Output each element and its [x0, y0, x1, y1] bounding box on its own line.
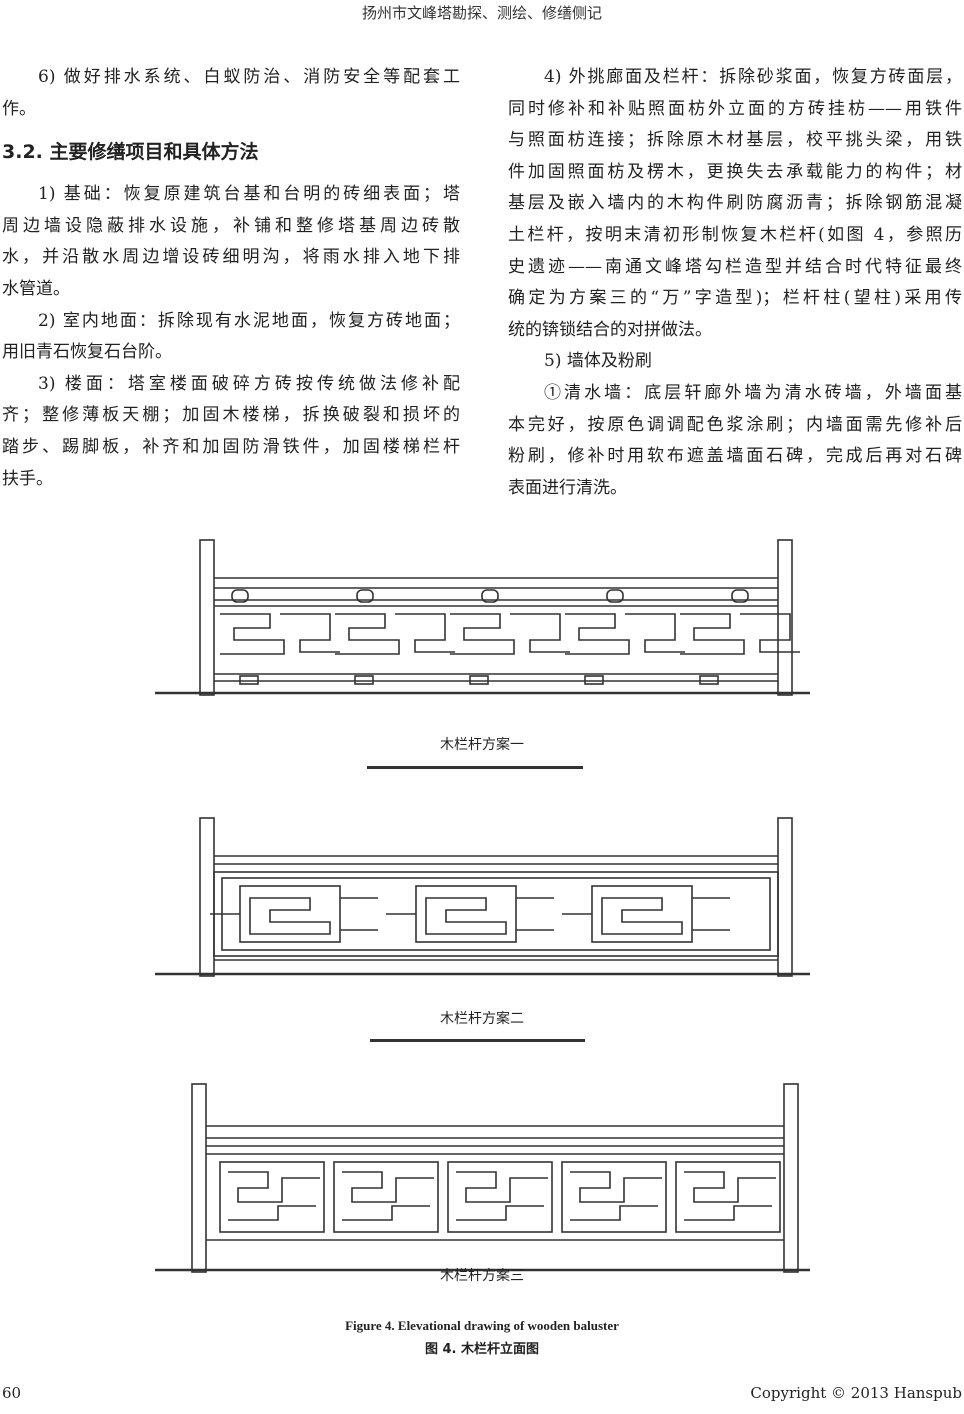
scheme-2-underline: [370, 1039, 585, 1042]
fret-frame: [675, 1161, 781, 1233]
fret-pattern: [450, 613, 570, 655]
fret-link: [562, 897, 730, 931]
fret-pattern: [565, 613, 685, 655]
paragraph-3: 3) 楼面：塔室楼面破碎方砖按传统做法修补配齐；整修薄板天棚；加固木楼梯，拆换破…: [2, 369, 460, 495]
text-line: 作。: [2, 98, 36, 119]
fret-link: [386, 897, 554, 931]
wan-pattern: [342, 1171, 434, 1221]
fret-frame: [219, 1161, 325, 1233]
text-line: 周边墙设隐蔽排水设施，补铺和整修塔基周边砖散: [2, 215, 460, 236]
figure-caption-zh: 图 4. 木栏杆立面图: [424, 1342, 540, 1357]
left-column: 6) 做好排水系统、白蚁防治、消防安全等配套工作。 3.2. 主要修缮项目和具体…: [2, 62, 460, 495]
text-line: 用旧青石恢复石台阶。: [2, 342, 172, 363]
text-line: 扶手。: [2, 468, 53, 489]
paragraph-4: 4) 外挑廊面及栏杆：拆除砂浆面，恢复方砖面层， 同时修补和补贴照面枋外立面的方砖…: [508, 62, 962, 346]
scheme-1-underline: [367, 766, 583, 769]
running-header: 扬州市文峰塔勘探、测绘、修缮侧记: [361, 4, 602, 22]
wan-pattern: [456, 1171, 548, 1221]
text-line: 水管道。: [2, 278, 70, 299]
wan-pattern: [684, 1171, 776, 1221]
ornament-knob: [481, 589, 499, 603]
scheme-2-label: 木栏杆方案二: [440, 1011, 524, 1027]
fret-pattern: [335, 613, 455, 655]
fret-foot: [354, 675, 374, 685]
fret-pattern: [249, 897, 331, 935]
baluster-drawing-3: [155, 1083, 810, 1273]
fret-pattern: [601, 897, 683, 935]
text-line: 基层及嵌入墙内的木构件刷防腐沥青；拆除钢筋混凝: [508, 193, 962, 214]
paragraph-1: 1) 基础：恢复原建筑台基和台明的砖细表面；塔周边墙设隐蔽排水设施，补铺和整修塔…: [2, 179, 460, 305]
fret-pattern: [680, 613, 800, 655]
text-line: 土栏杆，按明末清初形制恢复木栏杆(如图 4，参照历: [508, 224, 962, 245]
scheme-1-label: 木栏杆方案一: [440, 737, 524, 753]
paragraph-5: 5) 墙体及粉刷: [508, 346, 962, 378]
text-line: 水，并沿散水周边增设砖细明沟，将雨水排入地下排: [2, 247, 460, 268]
paragraph-2: 2) 室内地面：拆除现有水泥地面，恢复方砖地面； 用旧青石恢复石台阶。: [2, 306, 460, 369]
text-line: 确定为方案三的“万”字造型)；栏杆柱(望柱)采用传: [508, 288, 962, 309]
wan-pattern: [228, 1171, 320, 1221]
ornament-knob: [731, 589, 749, 603]
fret-foot: [469, 675, 489, 685]
fret-foot: [239, 675, 259, 685]
right-column: 4) 外挑廊面及栏杆：拆除砂浆面，恢复方砖面层， 同时修补和补贴照面枋外立面的方砖…: [508, 62, 962, 504]
fret-foot: [699, 675, 719, 685]
text-line: 1) 基础：恢复原建筑台基和台明的砖细表面；塔: [38, 184, 460, 205]
text-line: 统的锛锁结合的对拼做法。: [508, 319, 712, 340]
fret-pattern: [425, 897, 507, 935]
text-line: 件加固照面枋及楞木，更换失去承载能力的构件；材: [508, 161, 962, 182]
fret-frame: [561, 1161, 667, 1233]
fret-pattern: [220, 613, 340, 655]
text-line: 粉刷，修补时用软布遮盖墙面石碑，完成后再对石碑: [508, 446, 962, 467]
fret-link: [210, 897, 378, 931]
ornament-knob: [606, 589, 624, 603]
wan-pattern: [570, 1171, 662, 1221]
paragraph-5a: ①清水墙：底层轩廊外墙为清水砖墙，外墙面基本完好，按原色调调配色浆涂刷；内墙面需…: [508, 378, 962, 504]
paragraph-6: 6) 做好排水系统、白蚁防治、消防安全等配套工作。: [2, 62, 460, 125]
text-line: 踏步、踢脚板，补齐和加固防滑铁件，加固楼梯栏杆: [2, 436, 460, 457]
text-line: 与照面枋连接；拆除原木材基层，校平挑头梁，用铁: [508, 130, 962, 151]
ornament-knob: [231, 589, 249, 603]
fret-frame: [333, 1161, 439, 1233]
ornament-knob: [356, 589, 374, 603]
fret-frame: [447, 1161, 553, 1233]
text-line: 2) 室内地面：拆除现有水泥地面，恢复方砖地面；: [38, 310, 460, 331]
section-heading: 3.2. 主要修缮项目和具体方法: [2, 141, 259, 164]
text-line: 3) 楼面：塔室楼面破碎方砖按传统做法修补配: [38, 373, 460, 394]
text-line: 4) 外挑廊面及栏杆：拆除砂浆面，恢复方砖面层，: [544, 67, 962, 87]
text-line: 齐；整修薄板天棚；加固木楼梯，拆换破裂和损坏的: [2, 405, 460, 426]
text-line: 史遗迹——南通文峰塔勾栏造型并结合时代特征最终: [508, 256, 962, 277]
copyright: Copyright © 2013 Hanspub: [750, 1384, 962, 1402]
fret-foot: [584, 675, 604, 685]
text-line: 表面进行清洗。: [508, 477, 627, 498]
scheme-3-label: 木栏杆方案三: [440, 1268, 524, 1284]
text-line: 6) 做好排水系统、白蚁防治、消防安全等配套工: [38, 67, 460, 87]
figure-caption-en: Figure 4. Elevational drawing of wooden …: [345, 1318, 619, 1333]
baluster-drawing-2: [155, 817, 810, 977]
baluster-drawing-1: [155, 539, 810, 696]
text-line: ①清水墙：底层轩廊外墙为清水砖墙，外墙面基: [544, 382, 962, 403]
text-line: 5) 墙体及粉刷: [544, 351, 652, 372]
page-number: 60: [2, 1384, 22, 1402]
text-line: 同时修补和补贴照面枋外立面的方砖挂枋——用铁件: [508, 98, 962, 119]
text-line: 本完好，按原色调调配色浆涂刷；内墙面需先修补后: [508, 414, 962, 435]
